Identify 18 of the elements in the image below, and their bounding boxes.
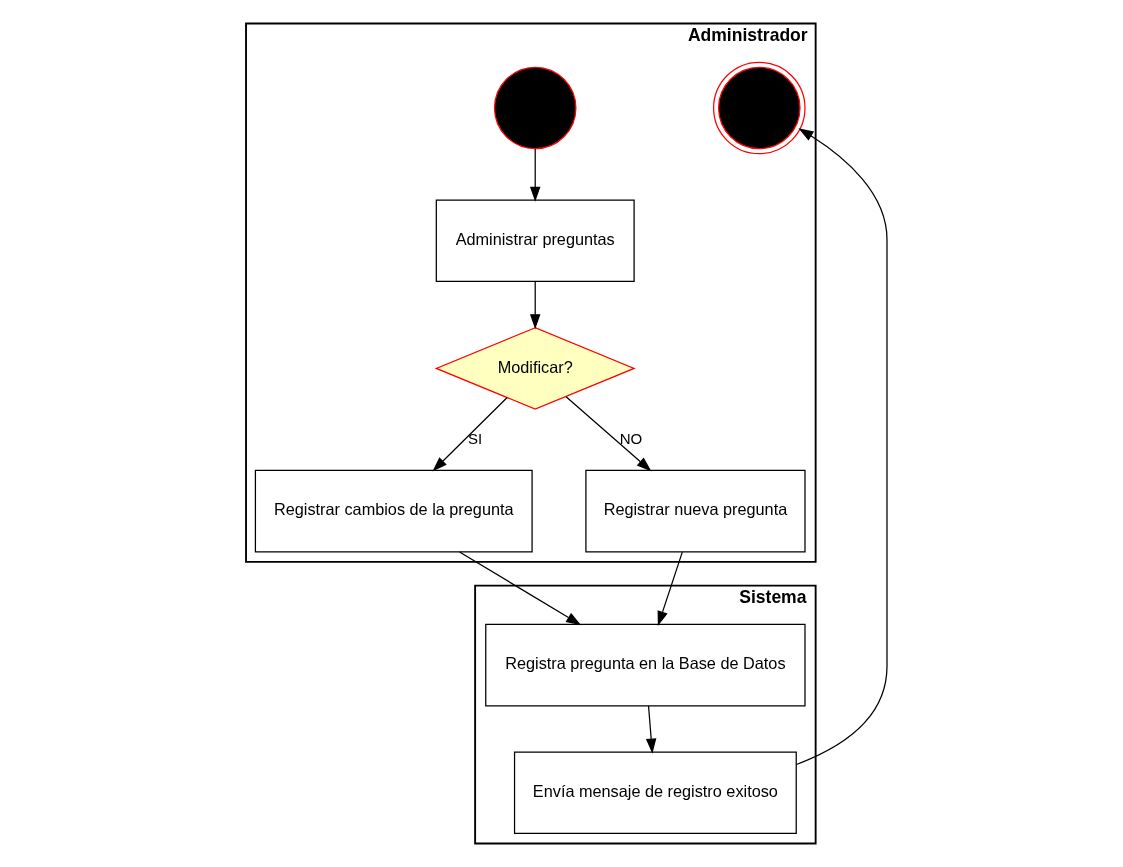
arrow — [432, 397, 508, 472]
node-diamond: Modificar? — [434, 327, 636, 410]
node-box: Registrar cambios de la pregunta — [254, 469, 533, 553]
node-box: Registrar nueva pregunta — [585, 469, 806, 553]
arrow — [795, 128, 888, 766]
node-bullseye — [713, 61, 806, 155]
node-box: Administrar preguntas — [435, 199, 635, 282]
edge-label: NO — [619, 429, 643, 447]
arrow — [529, 148, 541, 202]
node-box: Envía mensaje de registro exitoso — [513, 751, 797, 835]
arrow — [529, 280, 541, 330]
arrow — [565, 396, 652, 472]
arrow — [645, 705, 657, 754]
node-circle — [493, 66, 577, 150]
node-box: Registra pregunta en la Base de Datos — [485, 623, 806, 707]
edge-label: SI — [468, 429, 483, 447]
arrow — [657, 551, 683, 627]
arrow — [458, 551, 582, 626]
